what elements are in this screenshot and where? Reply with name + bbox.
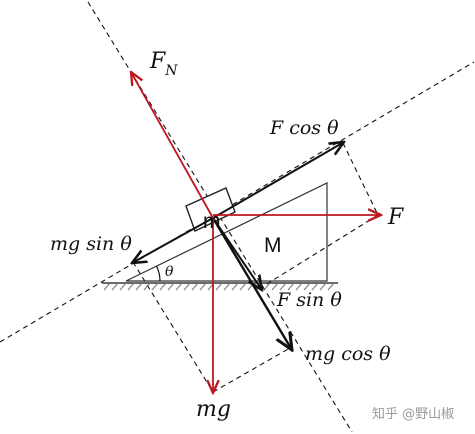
dashed-fsin-projection [261,214,379,288]
label-normal-force: FN [149,49,178,79]
angle-arc [156,266,161,282]
dashed-mgsin-projection [132,261,214,393]
mg-cos-arrow [211,217,292,350]
wedge-M [125,182,328,282]
normal-force-arrow [131,72,214,219]
dashed-mgcos-projection [212,347,291,393]
label-block: m [203,210,221,233]
label-applied-force: F [387,205,404,230]
block-m [185,187,236,232]
dashed-incline-axis [0,61,475,343]
label-wedge: M [264,234,282,257]
label-mg-cos: mg cos θ [305,343,391,365]
ground-hatching [103,282,335,291]
mg-sin-arrow [132,217,214,263]
label-f-cos: F cos θ [269,117,339,139]
dashed-fcos-projection [342,142,379,216]
label-weight: mg [196,397,231,422]
label-angle: θ [165,264,174,280]
label-normal-force-sub: N [164,63,178,79]
label-f-sin: F sin θ [276,289,342,311]
label-mg-sin: mg sin θ [50,233,132,255]
f-cos-arrow [212,142,344,219]
watermark: 知乎 @野山椒 [372,406,454,422]
